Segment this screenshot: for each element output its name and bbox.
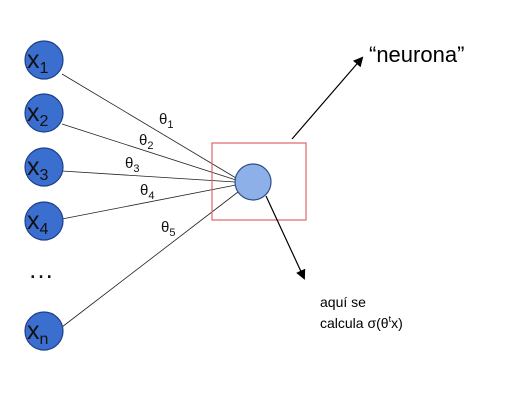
neuron-highlight-box [211, 142, 307, 221]
input-node-x4: x4 [24, 201, 64, 241]
weight-label-2: θ2 [139, 132, 153, 152]
annotation-line-1: aquí se [320, 294, 366, 310]
connection-x1 [61, 73, 237, 179]
input-node-x1: x1 [24, 40, 64, 80]
connection-x4 [61, 184, 237, 220]
input-label-x1: x1 [27, 46, 49, 77]
arrow-to-annotation [265, 195, 306, 280]
input-ellipsis: … [28, 254, 54, 284]
connection-x3 [61, 170, 236, 183]
input-label-xn: xn [27, 317, 48, 348]
neuron-node [234, 163, 272, 201]
weight-label-5: θ5 [161, 219, 175, 239]
weight-label-1: θ1 [159, 111, 173, 131]
neuron-label: “neurona” [369, 42, 464, 67]
connection-lines [61, 73, 239, 328]
input-label-x3: x3 [27, 153, 49, 184]
input-label-x2: x2 [27, 99, 49, 130]
arrow-to-neuron-label [291, 56, 364, 140]
input-node-x3: x3 [24, 147, 64, 187]
weight-label-3: θ3 [125, 155, 139, 175]
input-node-xn: xn [24, 311, 64, 351]
connection-x2 [61, 123, 237, 181]
weight-label-4: θ4 [140, 182, 154, 202]
annotation-line-2: calcula σ(θtx) [320, 314, 403, 331]
input-label-x4: x4 [27, 207, 49, 238]
input-node-x2: x2 [24, 93, 64, 133]
connection-xn [61, 191, 239, 328]
